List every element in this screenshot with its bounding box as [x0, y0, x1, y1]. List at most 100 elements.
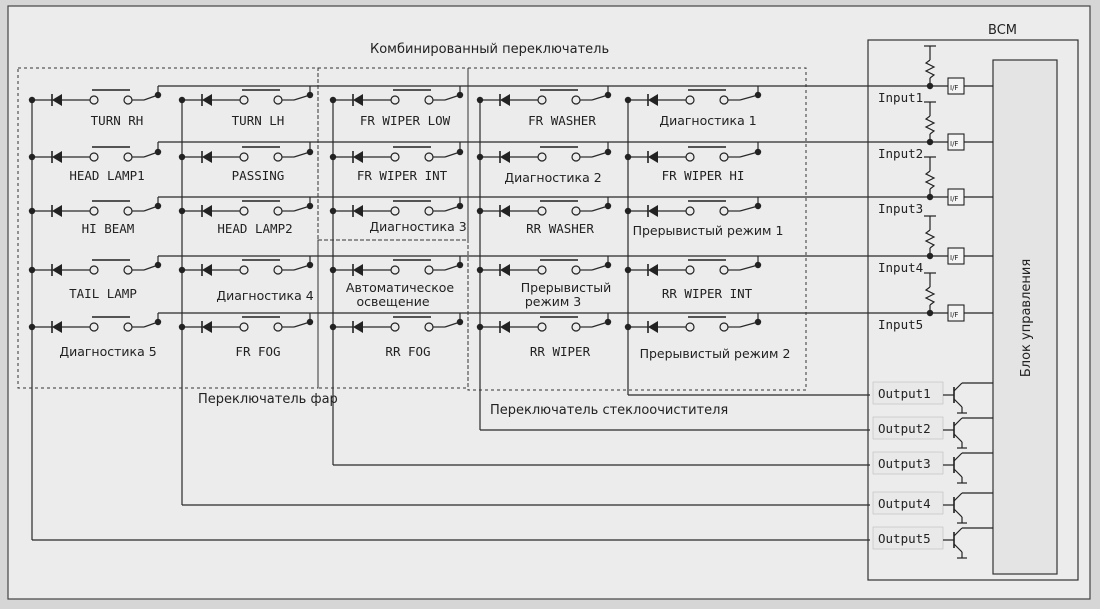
switch-head-lamp2 [182, 200, 314, 217]
junction-dot [604, 148, 612, 156]
bus-junction-dot [476, 153, 484, 161]
output-label-bg [872, 381, 944, 405]
contact-icon [390, 95, 400, 105]
bcm-box [867, 39, 1079, 581]
contact-icon [424, 95, 434, 105]
diode-icon [353, 151, 363, 163]
switch-fr-washer [480, 89, 612, 106]
switch-tail-lamp [32, 259, 162, 276]
diode-icon [353, 321, 363, 333]
contact-icon [719, 322, 729, 332]
contact-icon [685, 95, 695, 105]
transistor-emitter [953, 398, 963, 408]
switch-fr-fog [182, 316, 314, 333]
bus-junction-dot [28, 153, 36, 161]
bus-junction-dot [624, 96, 632, 104]
wiring [31, 85, 930, 541]
switch-head-lamp1 [32, 146, 162, 163]
transistor-collector [953, 492, 963, 502]
switch-turn-lh [182, 89, 314, 106]
resistor-icon [924, 170, 936, 190]
switch-hi-beam [32, 200, 162, 217]
diode-icon [353, 205, 363, 217]
bus-junction-dot [476, 96, 484, 104]
diode-icon [648, 151, 658, 163]
output-label-3: Output3 [878, 456, 931, 471]
switch-label-diag2: Диагностика 2 [504, 170, 601, 185]
junction-dot [604, 91, 612, 99]
if-label: I/F [950, 84, 958, 92]
switch-label-turn-rh: TURN RH [91, 113, 144, 128]
switch-label-head-lamp2: HEAD LAMP2 [217, 221, 292, 236]
junction-dot [306, 318, 314, 326]
switch-label-rr-wiper-int: RR WIPER INT [662, 286, 753, 301]
contact-icon [571, 265, 581, 275]
contact-icon [390, 152, 400, 162]
contact-icon [571, 95, 581, 105]
contact-icon [719, 152, 729, 162]
contact-icon [537, 95, 547, 105]
wiper-switch-label: Переключатель стеклоочистителя [490, 403, 728, 418]
input-label-1: Input1 [878, 90, 923, 105]
bus-junction-dot [178, 323, 186, 331]
junction-dot [154, 261, 162, 269]
diode-icon [202, 205, 212, 217]
contact-icon [719, 95, 729, 105]
bus-junction-dot [476, 207, 484, 215]
switch-label-intermittent3-line2: режим 3 [525, 294, 581, 309]
junction-dot [154, 148, 162, 156]
contact-icon [239, 152, 249, 162]
diode-icon [202, 264, 212, 276]
transistor-emitter [953, 468, 963, 478]
bus-junction-dot [329, 96, 337, 104]
switch-label-fr-wiper-int: FR WIPER INT [357, 168, 448, 183]
headlight-switch-label: Переключатель фар [198, 392, 338, 407]
junction-dot [604, 318, 612, 326]
contact-icon [273, 322, 283, 332]
junction-dot [456, 91, 464, 99]
junction-dot [154, 91, 162, 99]
switch-diag5 [32, 316, 162, 333]
switch-label-diag4: Диагностика 4 [216, 288, 313, 303]
transistor-collector [953, 382, 963, 392]
junction-dot [306, 91, 314, 99]
switch-rr-wiper-int [628, 259, 762, 276]
contact-icon [123, 206, 133, 216]
contact-icon [424, 152, 434, 162]
switch-fr-wiper-hi [628, 146, 762, 163]
bcm-inputs: Input1I/FInput2I/FInput3I/FInput4I/FInpu… [878, 45, 993, 332]
junction-dot [456, 261, 464, 269]
bus-junction-dot [329, 153, 337, 161]
bus-junction-dot [178, 266, 186, 274]
output-label-4: Output4 [878, 496, 931, 511]
output-label-bg [872, 451, 944, 475]
bus-junction-dot [476, 266, 484, 274]
input-label-5: Input5 [878, 317, 923, 332]
contact-icon [719, 265, 729, 275]
bus-junction-dot [624, 323, 632, 331]
contact-icon [273, 265, 283, 275]
contact-icon [89, 206, 99, 216]
switch-label-hi-beam: HI BEAM [82, 221, 135, 236]
combination-switch-label: Комбинированный переключатель [370, 42, 609, 57]
group-boxes [17, 67, 807, 391]
bus-junction-dot [178, 207, 186, 215]
contact-icon [273, 95, 283, 105]
bus-junction-dot [28, 207, 36, 215]
output-label-5: Output5 [878, 531, 931, 546]
junction-dot [754, 261, 762, 269]
switch-label-rr-fog: RR FOG [385, 344, 430, 359]
switch-fr-wiper-int [333, 146, 464, 163]
switch-label-auto-light-line1: Автоматическое [346, 280, 454, 295]
switch-symbols [28, 89, 762, 333]
contact-icon [390, 322, 400, 332]
diode-icon [648, 94, 658, 106]
contact-icon [424, 265, 434, 275]
switch-diag2 [480, 146, 612, 163]
contact-icon [123, 322, 133, 332]
if-label: I/F [950, 311, 958, 319]
resistor-icon [924, 59, 936, 79]
contact-icon [390, 206, 400, 216]
